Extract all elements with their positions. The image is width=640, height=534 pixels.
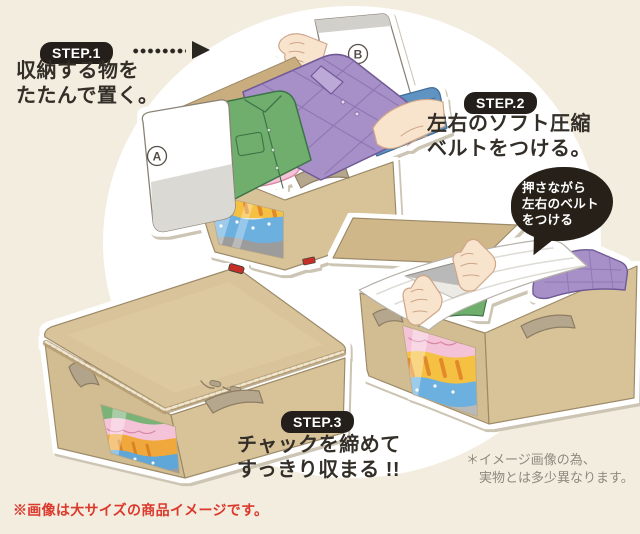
step3-illustration-closed-case — [42, 263, 347, 479]
callout-bubble: 押さながら 左右のベルト をつける — [511, 167, 613, 260]
size-note: ※画像は大サイズの商品イメージです。 — [13, 502, 269, 518]
disclaimer-line1: ＊イメージ画像の為、 — [466, 452, 596, 467]
step1-text: 収納する物を たたんで置く。 — [16, 59, 159, 109]
marker-a: A — [146, 145, 168, 167]
callout-line1: 押さながら — [522, 181, 587, 195]
step3-line2: すっきり収まる !! — [237, 459, 401, 481]
disclaimer-line2: 実物とは多少異なります。 — [479, 470, 634, 485]
callout-line3: をつける — [522, 213, 574, 227]
step2-line1: 左右のソフト圧縮 — [427, 113, 591, 135]
step1-line2: たたんで置く。 — [16, 85, 159, 107]
case-right-face — [170, 357, 346, 479]
zipper-line — [42, 339, 347, 415]
brand-tag — [302, 256, 316, 266]
dotted-arrow-line — [132, 48, 186, 54]
marker-b-label: B — [354, 48, 363, 62]
zipper-tag-red — [228, 263, 245, 275]
step1-illustration-open-case: B — [141, 13, 448, 271]
step2-illustration-press-belts — [332, 217, 638, 425]
step3-badge: STEP.3 — [281, 411, 354, 433]
callout-line2: 左右のベルト — [522, 197, 599, 211]
pressing-hand-right — [452, 238, 497, 292]
marker-a-label: A — [153, 150, 162, 164]
hand-holding-clothes — [372, 98, 446, 150]
step2-text: 左右のソフト圧縮 ベルトをつける。 — [427, 112, 591, 162]
step3-line1: チャックを締めて — [237, 434, 401, 456]
pressing-hand-left — [402, 274, 443, 326]
lid-flap-a — [141, 99, 236, 233]
step1-badge: STEP.1 — [40, 42, 113, 64]
image-disclaimer-note: ＊イメージ画像の為、 実物とは多少異なります。 — [466, 451, 634, 487]
step3-text: チャックを締めて すっきり収まる !! — [237, 433, 401, 483]
front-handle — [204, 389, 264, 414]
arrowhead-icon — [192, 41, 210, 59]
step2-badge: STEP.2 — [464, 92, 537, 114]
step2-line2: ベルトをつける。 — [427, 138, 591, 160]
step1-line1: 収納する物を — [16, 60, 139, 82]
front-handle — [520, 314, 576, 339]
